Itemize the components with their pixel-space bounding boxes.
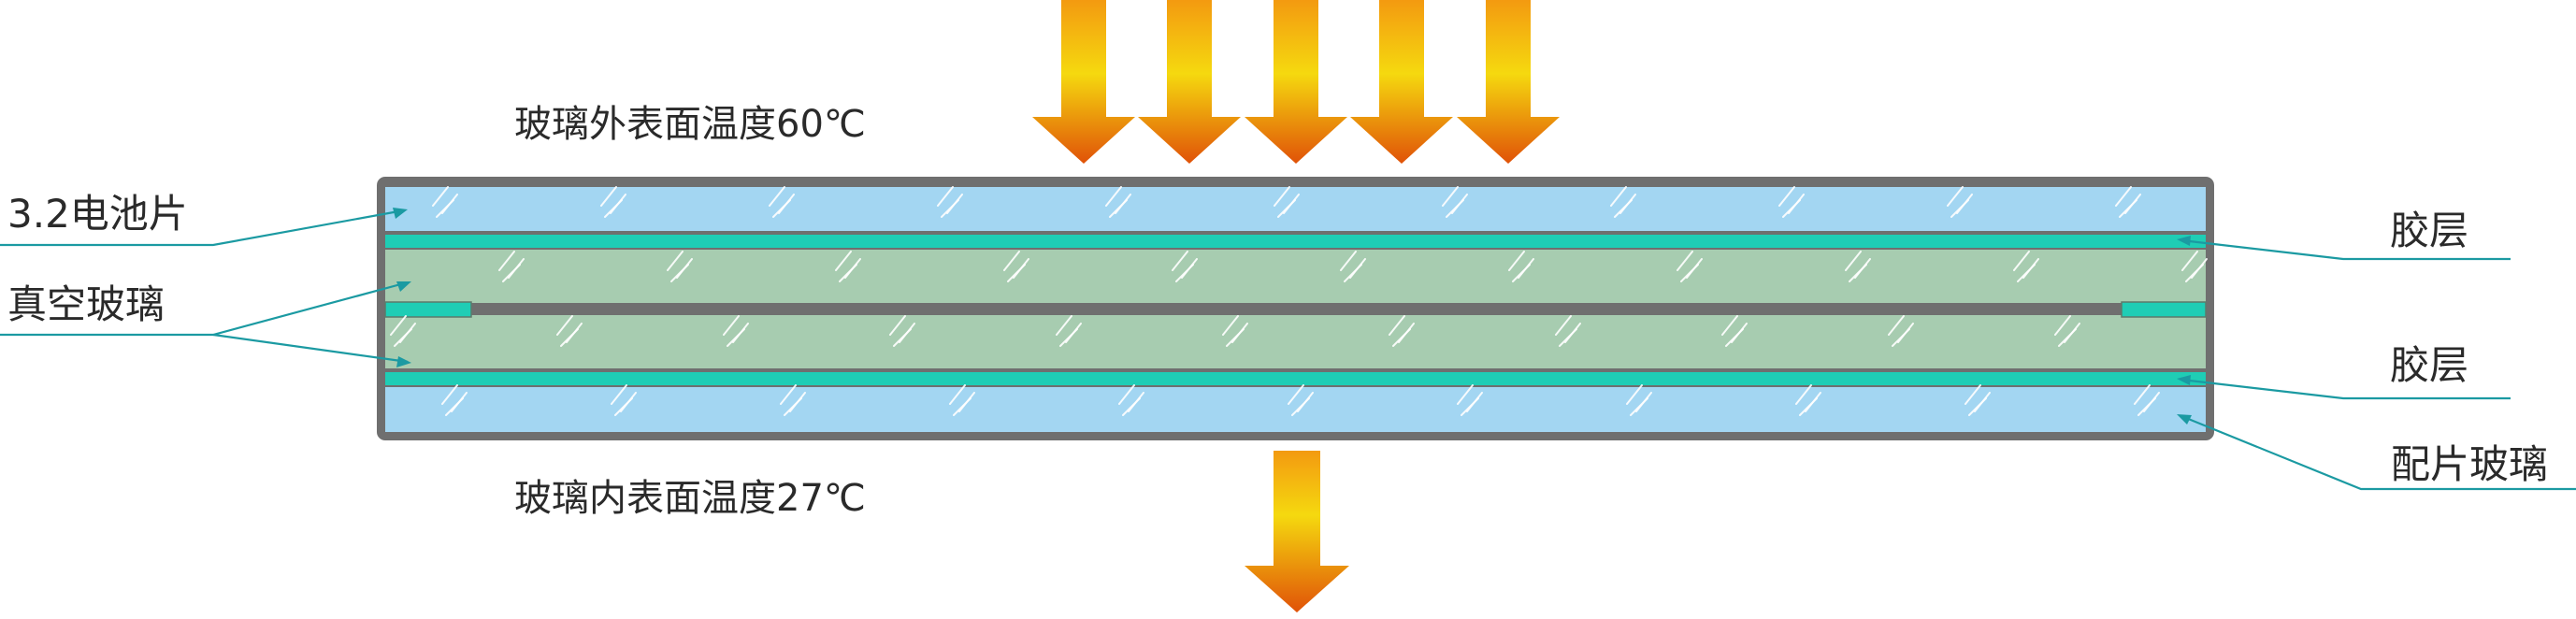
down-arrow-icon bbox=[1457, 0, 1560, 164]
glass-hatch-icon bbox=[1118, 384, 1144, 416]
glass-hatch-icon bbox=[441, 384, 468, 416]
adhesive-layer-bottom bbox=[385, 372, 2206, 385]
glass-hatch-icon bbox=[1677, 251, 1703, 282]
glass-hatch-icon bbox=[780, 384, 806, 416]
glass-hatch-icon bbox=[1442, 186, 1468, 218]
glass-hatch-icon bbox=[1288, 384, 1314, 416]
arrowhead bbox=[396, 356, 411, 367]
down-arrow-icon bbox=[1245, 0, 1347, 164]
glass-hatch-icon bbox=[889, 315, 915, 347]
glass-hatch-icon bbox=[556, 315, 583, 347]
leader-lines bbox=[0, 209, 2576, 491]
glass-hatch-icon bbox=[2181, 251, 2208, 282]
glass-hatch-icon bbox=[600, 186, 626, 218]
backing-glass-label: 配片玻璃 bbox=[2391, 441, 2548, 487]
arrowhead bbox=[396, 281, 411, 292]
arrowhead bbox=[2177, 375, 2191, 385]
glass-hatch-icon bbox=[835, 251, 861, 282]
glass-hatch-icon bbox=[1105, 186, 1131, 218]
adhesive-layer-top bbox=[385, 235, 2206, 248]
glass-hatch-icon bbox=[2134, 384, 2160, 416]
arrowhead bbox=[393, 208, 408, 219]
glass-hatch-icon bbox=[723, 315, 749, 347]
leader-vacuum-lower bbox=[212, 333, 409, 364]
glass-hatch-icon bbox=[2054, 315, 2080, 347]
vacuum-glass-lower bbox=[385, 315, 2206, 368]
glass-hatch-icon bbox=[1222, 315, 1248, 347]
glass-hatch-icon bbox=[1947, 186, 1973, 218]
glass-stack bbox=[377, 177, 2214, 440]
glass-hatch-icon bbox=[1056, 315, 1082, 347]
outer-surface-temperature-label: 玻璃外表面温度60℃ bbox=[514, 103, 866, 146]
glass-hatch-icon bbox=[1508, 251, 1534, 282]
glass-hatch-icon bbox=[1795, 384, 1821, 416]
inner-surface-temperature-label: 玻璃内表面温度27℃ bbox=[514, 477, 866, 520]
glass-hatch-icon bbox=[1964, 384, 1991, 416]
glass-hatch-icon bbox=[2115, 186, 2141, 218]
glass-hatch-group bbox=[390, 186, 2208, 416]
glass-hatch-icon bbox=[2013, 251, 2039, 282]
glass-hatch-icon bbox=[1389, 315, 1415, 347]
glass-hatch-icon bbox=[667, 251, 693, 282]
glass-hatch-icon bbox=[1626, 384, 1652, 416]
down-arrow-icon bbox=[1245, 451, 1349, 612]
glass-hatch-icon bbox=[1003, 251, 1029, 282]
outer-glass-layer bbox=[385, 187, 2206, 231]
glass-hatch-icon bbox=[432, 186, 458, 218]
glass-hatch-icon bbox=[1778, 186, 1805, 218]
vacuum-glass-upper bbox=[385, 250, 2206, 303]
edge-seal-right bbox=[2121, 301, 2207, 318]
leader-arrowheads bbox=[393, 208, 2192, 425]
down-arrow-icon bbox=[1138, 0, 1241, 164]
adhesive-label-bottom: 胶层 bbox=[2390, 342, 2468, 388]
leader-adhesive-top bbox=[2180, 238, 2511, 261]
arrowhead bbox=[2177, 236, 2191, 246]
down-arrow-icon bbox=[1032, 0, 1135, 164]
leader-backing-glass bbox=[2180, 414, 2576, 491]
glass-hatch-icon bbox=[1888, 315, 1914, 347]
vacuum-glass-label: 真空玻璃 bbox=[7, 281, 165, 327]
glass-hatch-icon bbox=[1274, 186, 1300, 218]
leader-adhesive-bottom bbox=[2180, 378, 2511, 400]
glass-hatch-icon bbox=[1340, 251, 1366, 282]
glass-hatch-icon bbox=[937, 186, 963, 218]
glass-hatch-icon bbox=[1845, 251, 1871, 282]
glass-hatch-icon bbox=[1610, 186, 1636, 218]
leader-cell bbox=[0, 209, 405, 247]
glass-hatch-icon bbox=[769, 186, 795, 218]
glass-hatch-icon bbox=[1172, 251, 1198, 282]
glass-hatch-icon bbox=[498, 251, 525, 282]
incoming-heat-arrows bbox=[1032, 0, 1560, 164]
adhesive-label-top: 胶层 bbox=[2390, 208, 2468, 253]
cell-label: 3.2电池片 bbox=[7, 191, 188, 237]
edge-seal-left bbox=[384, 301, 472, 318]
glass-hatch-icon bbox=[1721, 315, 1748, 347]
glass-hatch-icon bbox=[390, 315, 416, 347]
glass-hatch-icon bbox=[949, 384, 975, 416]
down-arrow-icon bbox=[1350, 0, 1453, 164]
glass-hatch-icon bbox=[1555, 315, 1581, 347]
arrowhead bbox=[2177, 414, 2192, 425]
glass-hatch-icon bbox=[1457, 384, 1483, 416]
glass-hatch-icon bbox=[611, 384, 637, 416]
